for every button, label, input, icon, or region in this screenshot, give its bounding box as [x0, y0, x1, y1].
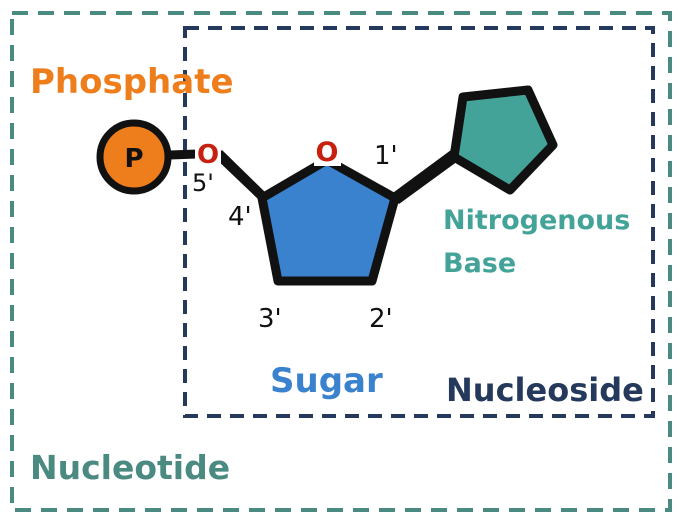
nucleotide-boundary — [10, 11, 672, 512]
nitrogenous-base-ring — [449, 85, 558, 195]
carbon-3-label: 3' — [258, 304, 282, 334]
nucleoside-boundary — [183, 26, 655, 418]
phosphate-circle — [96, 119, 172, 195]
carbon-1-label: 1' — [374, 141, 398, 171]
carbon-5-label: 5' — [192, 169, 214, 197]
nucleoside-label: Nucleoside — [446, 371, 644, 409]
sugar-ring — [257, 155, 400, 286]
linker-oxygen-label: O — [197, 140, 219, 170]
carbon-2-label: 2' — [369, 304, 393, 334]
nitrogenous-label-line1: Nitrogenous — [443, 205, 630, 236]
phosphate-symbol: P — [124, 144, 143, 174]
phosphate-label: Phosphate — [30, 62, 234, 102]
linker-oxygen-backing — [195, 136, 221, 166]
phosphate-oxygen-bond — [165, 149, 202, 160]
carbon-4-label: 4' — [228, 202, 252, 232]
c1-base-bond — [390, 150, 458, 204]
nucleotide-label: Nucleotide — [30, 448, 230, 487]
ring-oxygen-backing — [314, 137, 341, 166]
nitrogenous-label-line2: Base — [443, 248, 516, 279]
oxygen-c4-bond — [214, 150, 267, 200]
sugar-label: Sugar — [270, 361, 383, 401]
ring-oxygen-label: O — [316, 137, 339, 168]
